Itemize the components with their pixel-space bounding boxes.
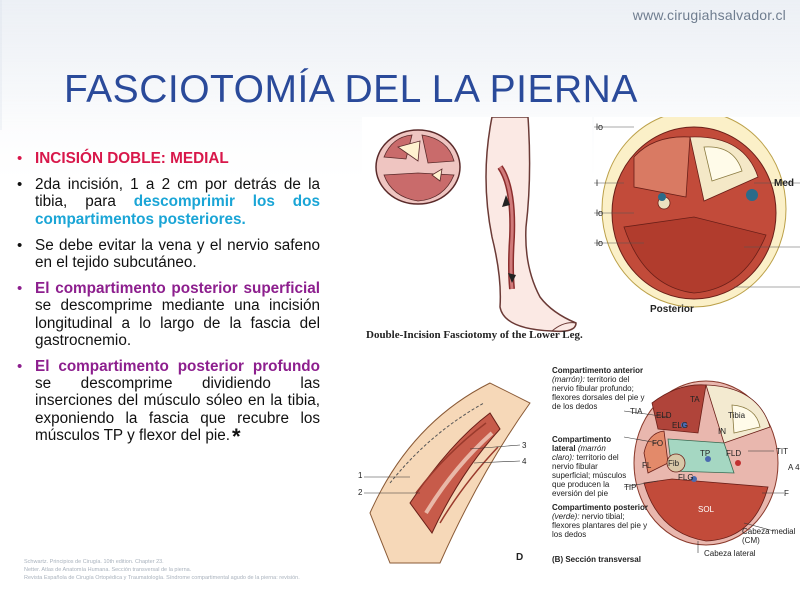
label-num-1: 1 <box>358 471 363 480</box>
reference-1: Schwartz. Principios de Cirugía. 10th ed… <box>24 559 164 565</box>
panel-letter: D <box>516 552 524 563</box>
section-title: (B) Sección transversal <box>552 555 641 564</box>
label-lo-4: lo <box>596 238 604 248</box>
muscle-elg: ELG <box>672 421 689 430</box>
figure-cross-section-top: lo l lo lo Med Posterior <box>594 117 800 317</box>
reference-3: Revista Española de Cirugía Ortopédica y… <box>24 575 300 581</box>
muscle-f: F <box>784 489 789 498</box>
label-l-2: l <box>596 178 598 188</box>
asterisk-mark: * <box>231 423 241 449</box>
slide-title: FASCIOTOMÍA DEL LA PIERNA <box>64 68 638 111</box>
label-num-2: 2 <box>358 488 363 497</box>
bullet-second-incision: 2da incisión, 1 a 2 cm por detrás de la … <box>16 176 320 228</box>
legend-anterior: Compartimento anterior (marrón): territo… <box>552 366 645 411</box>
muscle-fld: FLD <box>726 449 742 458</box>
figure-double-incision <box>362 117 592 349</box>
label-a4: A 4 <box>788 463 800 472</box>
figure-surgical-view: 1 2 3 4 D <box>350 363 540 570</box>
bullet-list: INCISIÓN DOBLE: MEDIAL 2da incisión, 1 a… <box>16 150 320 454</box>
references: Schwartz. Principios de Cirugía. 10th ed… <box>24 558 784 582</box>
muscle-gm: Cabeza medial (CM) <box>742 527 796 545</box>
label-num-3: 3 <box>522 441 527 450</box>
label-posterior: Posterior <box>650 304 694 315</box>
legend-lateral: Compartimento lateral (marrón claro): te… <box>552 435 627 498</box>
muscle-tibia: Tibia <box>728 411 746 420</box>
muscle-tia: TIA <box>630 407 643 416</box>
muscle-ta: TA <box>690 395 700 404</box>
figure-caption: Double-Incision Fasciotomy of the Lower … <box>366 329 583 341</box>
header-watermark <box>0 0 800 130</box>
muscle-fib: Fib <box>668 459 680 468</box>
muscle-in: IN <box>718 427 726 436</box>
muscle-fo: FO <box>652 439 664 448</box>
annotated-cross-section-illustration <box>623 380 784 553</box>
bullet-deep-posterior: El compartimento posterior profundo se d… <box>16 358 320 447</box>
label-lo-3: lo <box>596 208 604 218</box>
muscle-fl: FL <box>642 461 652 470</box>
label-lo-1: lo <box>596 122 604 132</box>
muscle-tit: TIT <box>776 447 788 456</box>
cross-section-top-illustration <box>594 117 800 308</box>
muscle-tp: TP <box>700 449 711 458</box>
legend-posterior: Compartimento posterior (verde): nervio … <box>552 503 649 539</box>
surgical-view-illustration <box>350 363 540 570</box>
site-url[interactable]: www.cirugiahsalvador.cl <box>632 7 786 23</box>
muscle-eld: ELD <box>656 411 672 420</box>
muscle-gl: Cabeza lateral <box>704 549 756 558</box>
bullet-incision-medial: INCISIÓN DOBLE: MEDIAL <box>16 150 320 167</box>
muscle-flg: FLG <box>678 473 694 482</box>
leg-illustration <box>375 117 577 333</box>
muscle-tip: TIP <box>624 483 637 492</box>
label-medial: Med <box>774 178 794 189</box>
muscle-sol: SOL <box>698 505 715 514</box>
label-num-4: 4 <box>522 457 527 466</box>
figure-cross-section-annotated: Compartimento anterior (marrón): territo… <box>548 363 800 570</box>
reference-2: Netter. Atlas de Anatomía Humana. Secció… <box>24 567 192 573</box>
bullet-saphenous: Se debe evitar la vena y el nervio safen… <box>16 237 320 271</box>
bullet-superficial-posterior: El compartimento posterior superficial s… <box>16 280 320 349</box>
